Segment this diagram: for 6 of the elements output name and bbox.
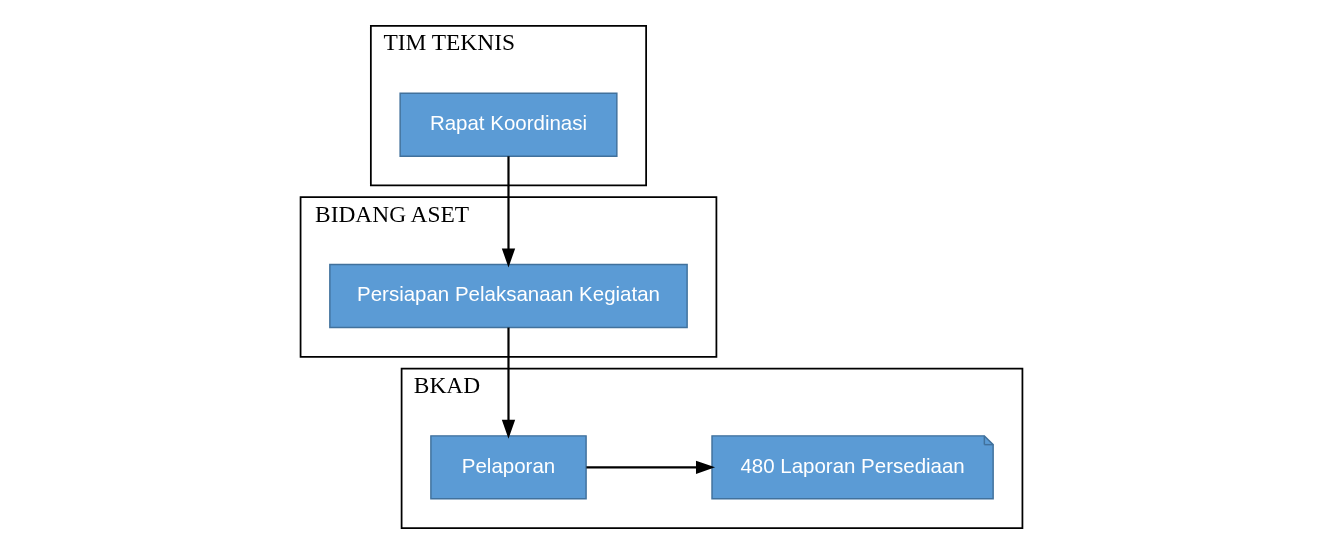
node-box: Rapat Koordinasi (399, 92, 618, 157)
arrow (501, 327, 516, 439)
arrow (501, 156, 516, 268)
node-box: Persiapan Pelaksanaan Kegiatan (329, 263, 688, 329)
node-box: Pelaporan (430, 435, 587, 500)
arrow (586, 460, 716, 475)
